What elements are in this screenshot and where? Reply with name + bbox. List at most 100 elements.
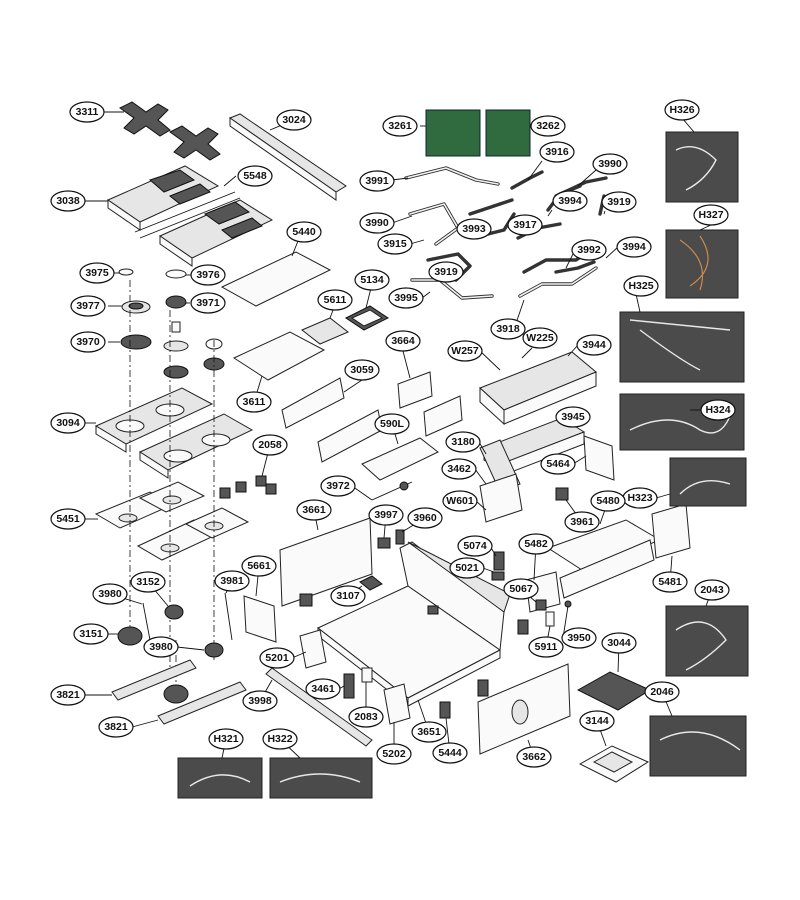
callout-bubble [330,585,366,607]
callout-3311: 3311 [69,101,105,123]
part-valves-lower [117,592,233,704]
part-3311-grates [119,101,221,161]
callout-bubble [79,262,115,284]
callout-bubble [652,571,688,593]
callout-bubble [528,636,564,658]
callout-text: H325 [628,280,653,292]
callout-3976: 3976 [190,264,226,286]
photo-H322 [269,757,373,799]
callout-bubble [700,399,736,421]
callout-5021: 5021 [449,557,485,579]
callout-text: H323 [627,492,652,504]
callout-bubble [348,706,384,728]
part-chassis [317,541,511,708]
callout-3821a: 3821 [50,684,86,706]
callout-bubble [262,728,298,750]
callout-bubble [374,413,410,435]
callout-text: 3152 [136,576,160,588]
callout-5482: 5482 [518,533,554,555]
callout-text: H326 [669,104,694,116]
callout-3151: 3151 [73,623,109,645]
callout-3821b: 3821 [98,716,134,738]
callout-bubble [377,233,413,255]
callout-text: 3107 [336,590,360,602]
callout-bubble [50,190,86,212]
callout-3044: 3044 [601,632,637,654]
callout-bubble [241,555,277,577]
callout-text: 2058 [258,439,282,451]
callout-2083: 2083 [348,706,384,728]
callout-text: 3094 [56,417,80,429]
callout-bubble [442,490,478,512]
callout-text: 3991 [365,175,389,187]
callout-text: 2083 [354,711,378,723]
callout-bubble [540,453,576,475]
callout-bubble [601,632,637,654]
callout-text: 3611 [243,396,266,408]
callout-text: 3917 [513,219,537,231]
callout-3961: 3961 [564,511,600,533]
callout-bubble [130,571,166,593]
callout-3919a: 3919 [601,191,637,213]
callout-text: 5661 [247,560,271,572]
callout-5480: 5480 [590,490,626,512]
callout-text: 3919 [607,196,631,208]
callout-bubble [214,570,250,592]
callout-H325: H325 [623,275,659,297]
callout-5911: 5911 [528,636,564,658]
photo-H326 [665,131,739,203]
callout-3971: 3971 [190,292,226,314]
callout-bubble [592,153,628,175]
callout-bubble [70,331,106,353]
callout-5201: 5201 [259,647,295,669]
callout-bubble [623,275,659,297]
callout-text: 3980 [149,641,173,653]
callout-3664: 3664 [385,330,421,352]
part-5611-5134 [301,305,389,345]
callout-text: 5201 [265,652,289,664]
callout-3180: 3180 [445,431,481,453]
callout-text: 3044 [607,637,631,649]
callout-3994b: 3994 [616,236,652,258]
callout-text: 3971 [196,297,220,309]
callout-bubble [385,330,421,352]
part-5451-drip-trays [94,481,250,561]
callout-text: 3961 [570,516,594,528]
callout-text: 3059 [350,364,374,376]
callout-text: 3915 [383,238,407,250]
callout-3944: 3944 [576,334,612,356]
callout-bubble [242,690,278,712]
photo-H323 [669,457,747,507]
photo-H327 [665,229,739,299]
part-5480-drawer [546,503,691,599]
callout-bubble [664,99,700,121]
part-3611-panel [232,331,326,381]
callout-bubble [579,710,615,732]
callout-bubble [601,191,637,213]
part-3664 [397,371,433,409]
part-3107 [359,575,383,591]
callout-bubble [590,490,626,512]
callout-text: 3180 [451,436,475,448]
callout-text: 3944 [582,339,606,351]
callout-bubble [441,458,477,480]
part-3038-grate [106,165,274,267]
callout-bubble [305,678,341,700]
callout-3960: 3960 [407,507,443,529]
callout-text: 3151 [79,628,103,640]
callout-text: W225 [526,332,554,344]
callout-text: 3992 [577,244,601,256]
callout-bubble [190,264,226,286]
callout-text: 5440 [292,226,316,238]
callout-text: 5611 [324,294,347,306]
callout-3651: 3651 [411,721,447,743]
callout-text: 3994 [558,195,582,207]
callout-3461: 3461 [305,678,341,700]
callout-text: 3950 [567,632,591,644]
part-small-components [377,487,572,635]
callout-text: 3311 [76,106,99,118]
callout-bubble [286,221,322,243]
callout-H321: H321 [208,728,244,750]
callout-590L: 590L [374,413,410,435]
callout-text: 5480 [596,495,620,507]
